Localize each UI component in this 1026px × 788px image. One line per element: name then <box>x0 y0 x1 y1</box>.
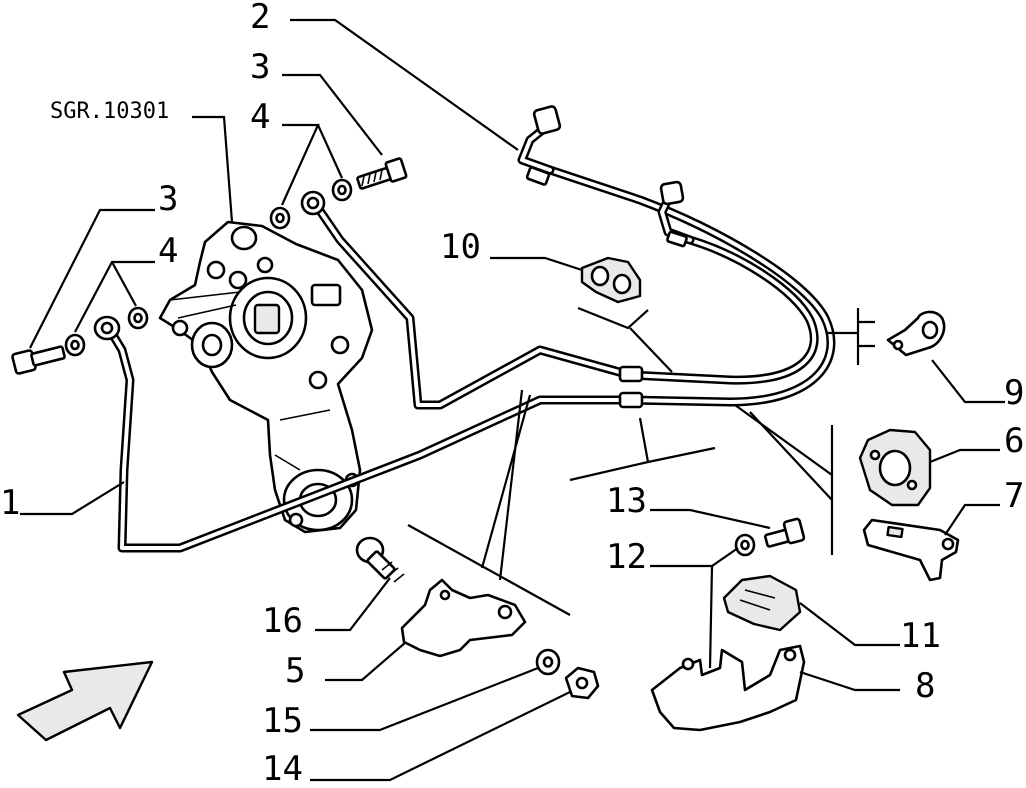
bolt-3-upper <box>356 157 408 190</box>
callout-8: 8 <box>915 666 935 706</box>
callout-3-upper: 3 <box>250 47 270 87</box>
callout-12: 12 <box>606 537 647 577</box>
washer-hole <box>275 212 285 224</box>
bracket-8 <box>650 644 806 732</box>
callout-1: 1 <box>0 483 20 523</box>
clamp-9 <box>886 310 946 357</box>
washer-hole <box>337 184 347 196</box>
bracket-6 <box>858 428 932 507</box>
gearbox-housing <box>158 220 374 534</box>
bolt-3-left <box>11 345 66 375</box>
callout-2: 2 <box>250 0 270 37</box>
bracket-7 <box>862 518 960 582</box>
callout-10: 10 <box>440 227 481 267</box>
callout-16: 16 <box>262 601 303 641</box>
callout-14: 14 <box>262 749 303 783</box>
direction-arrow-icon <box>16 660 154 742</box>
washer-hole <box>133 312 143 324</box>
callout-3-left: 3 <box>158 179 178 219</box>
clip-11 <box>722 574 802 632</box>
leader-lines <box>20 18 1005 782</box>
callout-11: 11 <box>900 616 941 656</box>
bracket-5 <box>400 578 527 658</box>
nut-hole <box>575 676 589 690</box>
callout-15: 15 <box>262 701 303 741</box>
washer-hole <box>740 539 750 551</box>
callout-4-left: 4 <box>158 231 178 271</box>
hydraulic-pipes <box>93 105 836 553</box>
callout-4-upper: 4 <box>250 97 270 137</box>
callout-13: 13 <box>606 481 647 521</box>
clip-10 <box>580 256 642 304</box>
bolt-13 <box>764 517 806 548</box>
leader-drawing-code <box>192 115 234 223</box>
callout-6: 6 <box>1004 421 1024 461</box>
drawing-code: SGR.10301 <box>50 99 169 124</box>
callout-9: 9 <box>1004 373 1024 413</box>
washer-hole <box>542 656 554 668</box>
washer-hole <box>70 339 80 351</box>
callout-5: 5 <box>285 651 305 691</box>
bolt-16 <box>355 536 405 583</box>
callout-7: 7 <box>1004 476 1024 516</box>
